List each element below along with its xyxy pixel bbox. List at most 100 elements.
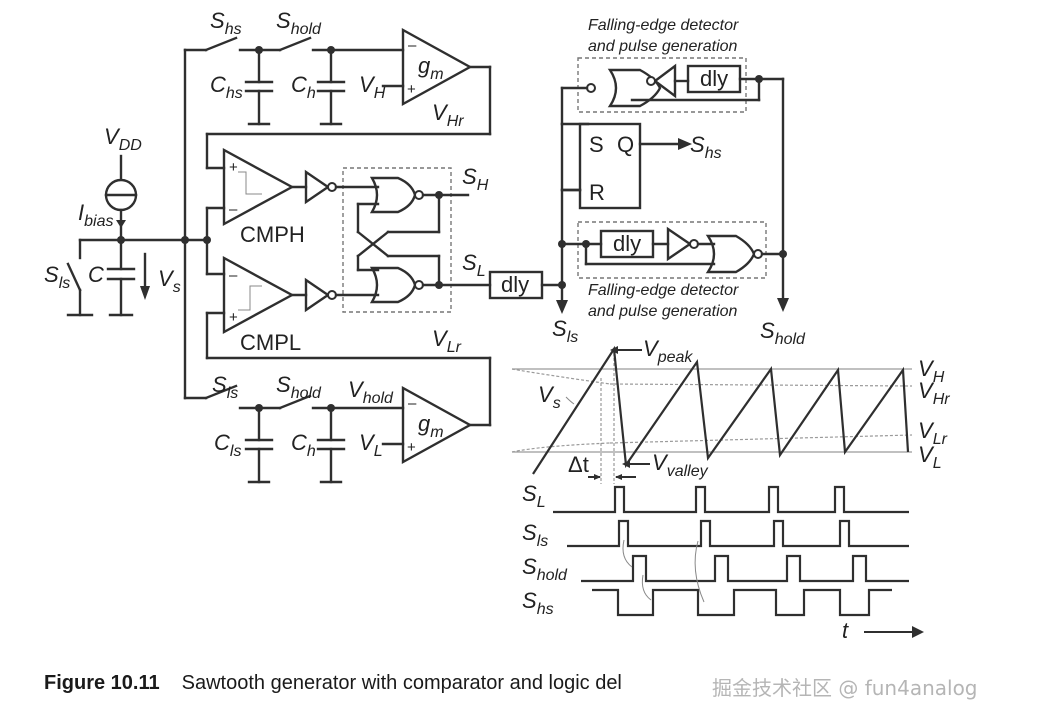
label-labels-sr-r: R [589,180,605,205]
svg-text:–: – [229,201,238,218]
label-labels-ibias: Ibias [78,200,113,230]
label-timing-signals-1: Sls [522,520,548,550]
figure-caption: Figure 10.11 Sawtooth generator with comp… [44,672,622,695]
cmpl-comparator-icon [222,255,295,335]
falling-edge-detector-top [560,57,789,312]
sls-waveform [567,519,909,548]
nor-gate-fed-top-icon [607,68,662,108]
gm-amplifier-bottom-icon [401,385,473,465]
label-labels-vhr: VHr [432,100,464,130]
label-timing-levels-2: VLr [918,418,948,448]
label-timing-vs: Vs [538,382,561,412]
time-arrow-icon [912,626,924,638]
switch-shold-bottom-icon [278,394,312,410]
label-labels-gm-bottom: gm [418,411,444,441]
nor-gate-top-icon [369,176,417,214]
label-labels-sls-left: Sls [44,262,70,292]
label-labels-vhold: Vhold [348,377,394,407]
vs-waveform [532,345,910,475]
low-reference-loop: – + [183,356,492,484]
vlr-level-line [609,434,913,444]
nor-gate-bottom-icon [369,266,417,304]
shold-arrow-icon [777,298,789,312]
label-timing-time-axis: t [842,618,849,643]
label-timing-signals-3: Shs [522,588,554,618]
label-timing-dt: Δt [568,452,589,477]
label-labels-sr-s: S [589,132,604,157]
label-timing-levels-0: VH [918,356,945,386]
label-labels-sls-out: Sls [552,316,578,346]
label-labels-dly-main: dly [501,272,529,297]
figure-caption-text: Sawtooth generator with comparator and l… [181,672,622,694]
svg-text:–: – [229,267,238,284]
label-labels-vh-in: VH [359,72,386,102]
label-labels-fed-bottom-line2: and pulse generation [588,303,738,320]
label-labels-shold-out: Shold [760,318,806,348]
comparators: + – – + [205,147,492,360]
label-labels-vl-in: VL [359,430,383,460]
shs-arrow-icon [678,138,692,150]
switch-shold-top-icon [278,36,312,52]
label-labels-fed-bottom-line1: Falling-edge detector [588,282,739,299]
nor-gate-fed-bottom-icon [705,234,756,274]
inverter-fed-bottom-icon [666,226,693,262]
sawtooth-generator-diagram: – + + – – + [44,8,950,643]
shs-waveform [592,588,892,617]
sr-flipflop [560,122,692,210]
timing-diagram [511,345,924,638]
label-labels-sr-q: Q [617,132,634,157]
label-timing-signals-2: Shold [522,554,568,584]
label-labels-vlr: VLr [432,326,462,356]
label-labels-gm-top: gm [418,53,444,83]
inverter-h-icon [304,169,331,205]
label-timing-levels-1: VHr [918,378,950,408]
switch-sls-left-icon [66,262,82,292]
label-labels-shold-top: Shold [276,8,322,38]
sl-waveform [553,485,909,514]
figure-number: Figure 10.11 [44,672,160,694]
vs-pointer [565,396,575,405]
svg-text:+: + [229,159,238,176]
label-labels-sh-out: SH [462,164,489,194]
inverter-l-icon [304,277,331,313]
label-labels-shold-bottom: Shold [276,372,322,402]
label-labels-cmpl: CMPL [240,330,301,355]
label-labels-dly-bottom: dly [613,231,641,256]
svg-text:–: – [408,37,417,54]
label-labels-vs-left: Vs [158,266,181,296]
vs-arrow-icon [140,286,150,300]
high-reference-loop: – + [183,27,492,170]
cmph-comparator-icon [222,147,295,227]
svg-text:+: + [407,81,416,98]
nor-latch [334,167,492,313]
label-labels-sl-out: SL [462,250,486,280]
label-labels-fed-top-line1: Falling-edge detector [588,17,739,34]
label-labels-ch-top: Ch [291,72,316,102]
label-timing-levels-3: VL [918,442,942,472]
label-labels-sls-bottom: Sls [212,372,238,402]
svg-text:+: + [407,439,416,456]
label-timing-signals-0: SL [522,481,546,511]
falling-edge-detector-bottom [560,221,787,279]
label-timing-vpeak: Vpeak [643,336,693,366]
svg-text:+: + [229,309,238,326]
label-labels-fed-top-line2: and pulse generation [588,38,738,55]
label-labels-dly-top: dly [700,66,728,91]
label-labels-ch-bottom: Ch [291,430,316,460]
watermark: 掘金技术社区 @ fun4analog [712,676,978,700]
label-labels-chs: Chs [210,72,243,102]
switch-shs-icon [204,36,238,52]
switch-sls-bottom-icon [204,384,238,400]
label-timing-vvalley: Vvalley [652,450,709,480]
label-labels-shs-top: Shs [210,8,242,38]
shold-waveform [581,554,909,583]
label-labels-vdd: VDD [104,124,142,154]
label-labels-c-main: C [88,262,104,287]
sls-arrow-icon [556,300,568,314]
digital-waveforms [553,485,909,617]
bias-network [66,154,211,317]
gm-amplifier-top-icon [401,27,473,107]
label-labels-cls: Cls [214,430,241,460]
svg-text:–: – [408,395,417,412]
